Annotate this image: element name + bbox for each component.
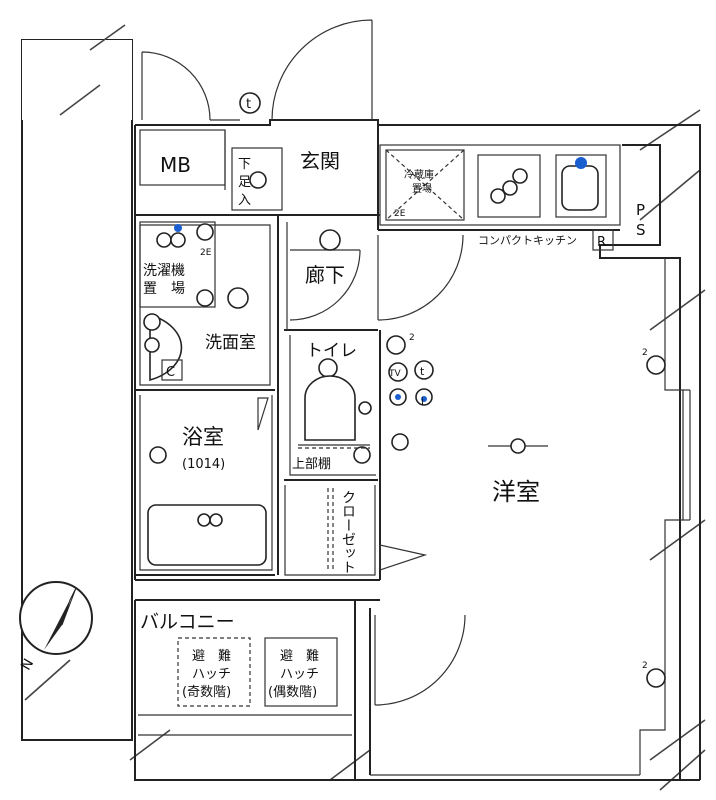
interior-doors <box>257 234 466 706</box>
outlet-2e-fridge: 2E <box>394 209 406 219</box>
balcony-label: バルコニー <box>140 611 235 633</box>
r-symbol: R <box>597 235 606 250</box>
fridge-label-2: 置場 <box>412 182 432 195</box>
telephone-symbol-top: t <box>246 97 251 112</box>
entry-doors <box>141 19 373 121</box>
ceiling-light <box>488 438 548 454</box>
washroom-label: 洗面室 <box>205 333 256 353</box>
shoe-label-mid: 足 <box>238 175 251 190</box>
hatch-even-line3: (偶数階) <box>268 685 317 700</box>
ps-label-s: S <box>636 221 646 239</box>
outlet-2-b: 2 <box>642 348 648 358</box>
hatch-even-line2: ハッチ <box>280 667 319 682</box>
entrance-label: 玄関 <box>300 149 340 173</box>
outer-walls <box>134 119 701 781</box>
hatch-odd-line3: (奇数階) <box>182 684 231 700</box>
bath-label: 浴室 <box>182 425 224 449</box>
info-symbol: i <box>421 395 424 408</box>
western-room-label: 洋室 <box>492 478 540 506</box>
bath-fixtures <box>139 171 267 566</box>
corridor-label: 廊下 <box>305 263 345 287</box>
closet-label: クローゼット <box>340 490 356 574</box>
shoe-label-bottom: 入 <box>238 193 251 208</box>
hatch-even-line1: 避 難 <box>280 649 319 664</box>
c-symbol: C <box>166 365 175 380</box>
compact-kitchen <box>379 144 621 251</box>
outlet-2e-washer: 2E <box>200 248 212 258</box>
north-arrow <box>19 581 93 655</box>
shoe-label-top: 下 <box>238 157 251 172</box>
toilet-fixture <box>298 229 372 464</box>
telephone-symbol: t <box>420 365 425 378</box>
hatch-odd-line1: 避 難 <box>192 649 231 664</box>
outlet-2-c: 2 <box>642 661 648 671</box>
ps-label-p: P <box>636 201 645 219</box>
interior-walls <box>135 125 620 580</box>
outlet-2-a: 2 <box>409 333 415 343</box>
closet-rail <box>327 488 334 570</box>
tv-symbol: TV <box>388 369 401 379</box>
balcony-hatches <box>138 637 352 736</box>
washer-label-1: 洗濯機 <box>143 263 185 279</box>
washer-label-2: 置 場 <box>143 281 185 297</box>
kitchen-label: コンパクトキッチン <box>478 234 577 247</box>
upper-shelf-label: 上部棚 <box>292 457 331 472</box>
bath-size-label: (1014) <box>182 457 225 472</box>
hatch-odd-line2: ハッチ <box>192 667 231 682</box>
electrical-symbols <box>239 92 666 688</box>
fridge-label-1: 冷蔵庫 <box>404 168 434 181</box>
mb-label: MB <box>160 153 191 177</box>
toilet-label: トイレ <box>306 341 357 361</box>
